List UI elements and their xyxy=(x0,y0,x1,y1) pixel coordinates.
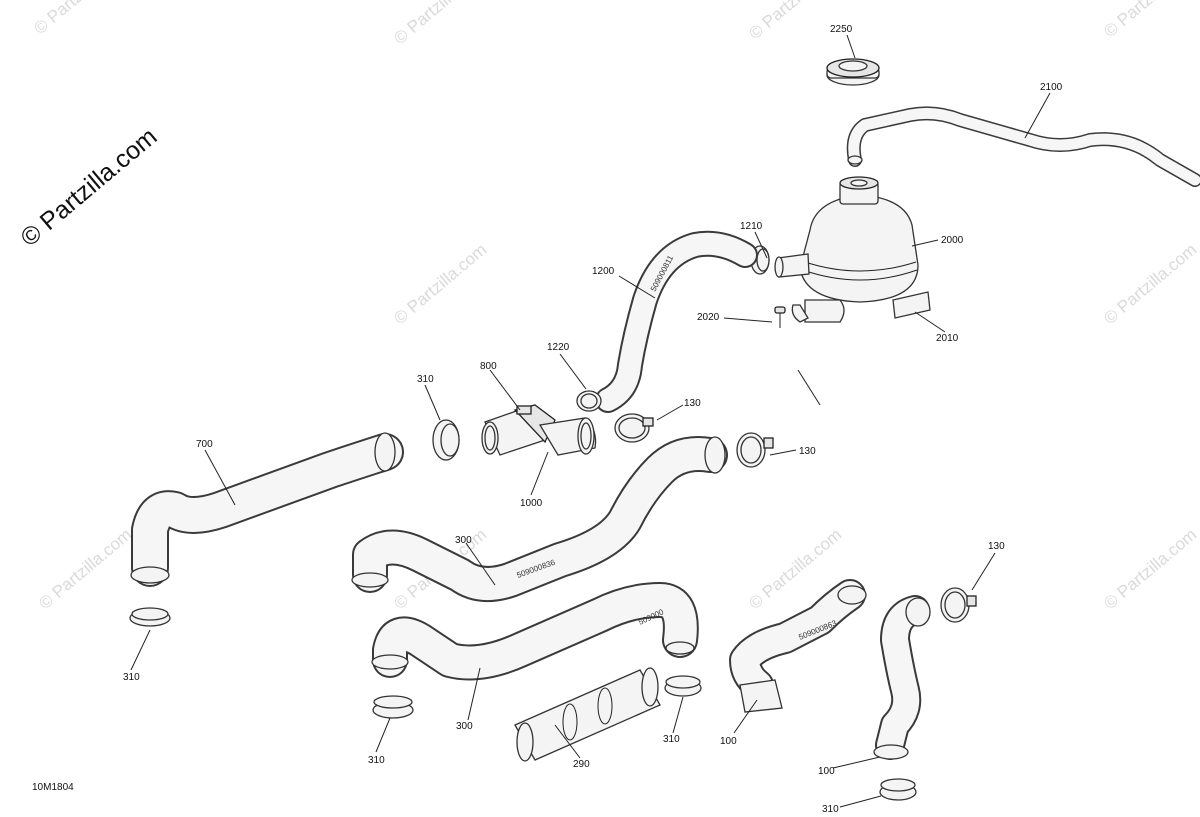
callout-1220: 1220 xyxy=(547,342,570,353)
callout-2250: 2250 xyxy=(830,24,853,35)
callout-310-right: 310 xyxy=(822,804,839,815)
callout-310-top: 310 xyxy=(417,374,434,385)
callout-2000: 2000 xyxy=(941,235,964,246)
clamp-130-right[interactable] xyxy=(940,587,977,623)
watermark: © Partzilla.com xyxy=(390,240,490,328)
pressure-cap-2250[interactable] xyxy=(826,58,880,86)
screw-2020[interactable] xyxy=(774,306,786,328)
hose-300-upper[interactable]: 509000836 xyxy=(351,436,728,602)
callout-2020: 2020 xyxy=(697,312,720,323)
sleeve-290[interactable] xyxy=(514,667,661,762)
callout-100-mid: 100 xyxy=(720,736,737,747)
watermark: © Partzilla.com xyxy=(390,0,490,48)
callout-290: 290 xyxy=(573,759,590,770)
leader-lines xyxy=(130,34,1051,808)
label-2010[interactable] xyxy=(892,291,931,319)
callout-1200: 1200 xyxy=(592,266,615,277)
coolant-tank-2000[interactable] xyxy=(774,176,919,323)
callout-130-mid: 130 xyxy=(799,446,816,457)
diagram-reference: 10M1804 xyxy=(32,782,74,793)
clamp-310-bottom-left[interactable] xyxy=(372,695,414,719)
hose-1200[interactable]: 509000811 xyxy=(595,230,758,413)
callout-1000: 1000 xyxy=(520,498,543,509)
callout-130-top: 130 xyxy=(684,398,701,409)
thermostat-outlet-1000[interactable] xyxy=(538,417,597,456)
clamp-310-top[interactable] xyxy=(432,419,460,461)
hose-700[interactable] xyxy=(130,432,404,587)
hose-100-mid[interactable]: 509000863 xyxy=(729,579,867,713)
callout-100-right: 100 xyxy=(818,766,835,777)
callout-300-upper: 300 xyxy=(455,535,472,546)
watermark: © Partzilla.com xyxy=(1100,240,1200,328)
clamp-130-mid[interactable] xyxy=(736,432,774,468)
callout-310-bottom-left: 310 xyxy=(368,755,385,766)
hose-300-lower[interactable]: 509000 xyxy=(371,582,699,681)
callout-800: 800 xyxy=(480,361,497,372)
watermark: © Partzilla.com xyxy=(1100,0,1200,41)
hose-100-right[interactable] xyxy=(873,595,931,760)
clamp-1220[interactable] xyxy=(576,390,602,412)
watermark: © Partzilla.com xyxy=(1100,525,1200,613)
clamp-130-top[interactable] xyxy=(614,413,654,443)
watermark: © Partzilla.com xyxy=(745,0,845,43)
callout-310-mid: 310 xyxy=(663,734,680,745)
callout-2100: 2100 xyxy=(1040,82,1063,93)
callout-700: 700 xyxy=(196,439,213,450)
vent-hose-2100[interactable] xyxy=(846,106,1200,187)
clamp-310-mid[interactable] xyxy=(664,675,702,697)
callout-2010: 2010 xyxy=(936,333,959,344)
callout-130-right: 130 xyxy=(988,541,1005,552)
callout-300-lower: 300 xyxy=(456,721,473,732)
watermark: © Partzilla.com xyxy=(35,525,135,613)
callouts: 2250 2100 1210 2000 1200 2020 2010 1220 … xyxy=(123,24,1063,815)
callout-1210: 1210 xyxy=(740,221,763,232)
watermark: © Partzilla.com xyxy=(30,0,130,38)
thermostat-housing-800[interactable] xyxy=(481,404,556,456)
clamp-310-right[interactable] xyxy=(879,778,917,801)
callout-310-left: 310 xyxy=(123,672,140,683)
clamp-310-left[interactable] xyxy=(129,607,171,627)
